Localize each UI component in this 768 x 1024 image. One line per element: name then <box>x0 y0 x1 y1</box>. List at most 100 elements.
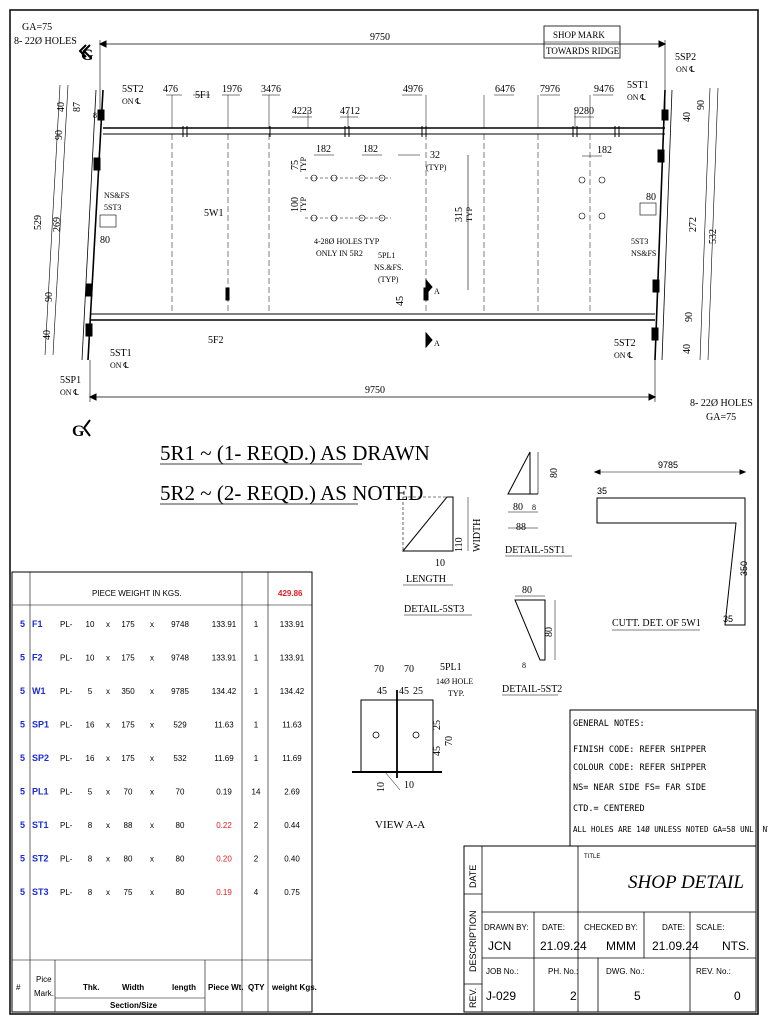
left-dim-90-top: 90 <box>54 130 65 140</box>
table-cell-w: 175 <box>121 620 135 629</box>
va-typ: TYP. <box>448 689 464 698</box>
quantity-notes: 5R1 ~ (1- REQD.) AS DRAWN 5R2 ~ (2- REQD… <box>160 441 430 505</box>
st1-88: 88 <box>516 522 526 533</box>
table-cell-l: 80 <box>176 888 185 897</box>
table-cell-x1: x <box>106 654 110 663</box>
st3-right: 5ST3 <box>631 237 648 246</box>
table-cell-n: 5 <box>20 854 25 864</box>
table-cell-x1: x <box>106 855 110 864</box>
dim-45: 45 <box>395 296 406 306</box>
ga-top-label: GA=75 <box>22 22 52 33</box>
detail-5w1-title: CUTT. DET. OF 5W1 <box>612 618 701 629</box>
tb-rev-no-label: REV. No.: <box>696 967 731 976</box>
table-cell-tw: 133.91 <box>280 620 305 629</box>
col-section-size: Section/Size <box>110 1001 158 1010</box>
weight-table <box>11 571 313 1013</box>
table-cell-w: 70 <box>124 788 133 797</box>
tb-scale: NTS. <box>722 939 749 953</box>
table-cell-w: 175 <box>121 754 135 763</box>
tb-date1-label: DATE: <box>542 923 565 932</box>
detail-5st1 <box>507 451 539 529</box>
table-cell-n: 5 <box>20 787 25 797</box>
table-cell-t: 8 <box>88 855 93 864</box>
left-dim-40-top: 40 <box>56 102 67 112</box>
table-cell-pw: 11.63 <box>214 721 234 730</box>
table-cell-mark: SP1 <box>32 720 49 730</box>
table-cell-l: 80 <box>176 855 185 864</box>
table-cell-pl: PL- <box>60 754 73 763</box>
table-cell-n: 5 <box>20 686 25 696</box>
w1-9785: 9785 <box>658 460 678 470</box>
table-cell-q: 1 <box>254 754 259 763</box>
ga-bottom-label: GA=75 <box>706 412 736 423</box>
right-dim-40-top: 40 <box>682 112 693 122</box>
st1-8: 8 <box>532 503 536 512</box>
table-cell-x2: x <box>150 788 154 797</box>
left-dim-269: 269 <box>52 217 63 232</box>
detail-5st2 <box>514 595 556 661</box>
dim-100: 100 <box>290 197 301 212</box>
section-mark-g-top: G <box>81 47 94 64</box>
table-cell-x2: x <box>150 821 154 830</box>
beam-elevation <box>44 40 719 437</box>
col-thk: Thk. <box>83 983 99 992</box>
beam-annotations: GA=75 8- 22Ø HOLES G 9750 SHOP MARK TOWA… <box>14 22 753 440</box>
table-cell-x1: x <box>106 788 110 797</box>
station-5f1: 5F1 <box>195 90 211 101</box>
st1-bottom-on: ON ℄ <box>110 361 130 370</box>
pl1-nsfs: NS.&FS. <box>374 263 403 272</box>
table-cell-tw: 11.69 <box>282 754 302 763</box>
table-cell-pl: PL- <box>60 620 73 629</box>
dim-8: 8 <box>93 111 97 120</box>
st3-length: LENGTH <box>406 574 446 585</box>
table-cell-pl: PL- <box>60 687 73 696</box>
sp1-on: ON ℄ <box>60 388 80 397</box>
tb-job: J-029 <box>486 989 516 1003</box>
dim-182-c: 182 <box>597 145 612 156</box>
note-ctd: CTD.= CENTERED <box>573 804 645 814</box>
left-dim-90-bot: 90 <box>44 292 55 302</box>
tb-date2-label: DATE: <box>662 923 685 932</box>
table-cell-q: 1 <box>254 687 259 696</box>
tb-rev-no: 0 <box>734 989 741 1003</box>
table-total: 429.86 <box>278 589 303 598</box>
table-cell-w: 88 <box>124 821 133 830</box>
table-cell-t: 8 <box>88 821 93 830</box>
va-25: 25 <box>413 686 423 697</box>
table-cell-n: 5 <box>20 619 25 629</box>
dim-75: 75 <box>290 160 301 170</box>
drawing-title: SHOP DETAIL <box>628 872 744 893</box>
table-cell-x1: x <box>106 620 110 629</box>
sp2-label: 5SP2 <box>675 52 696 63</box>
holes-note-2: ONLY IN 5R2 <box>316 249 363 258</box>
station-9476: 9476 <box>594 84 614 95</box>
detail-5st3 <box>401 496 469 586</box>
right-dim-90-top: 90 <box>696 100 707 110</box>
col-weight: weight Kgs. <box>271 983 317 992</box>
station-3476: 3476 <box>261 84 281 95</box>
sp1-label: 5SP1 <box>60 375 81 386</box>
table-cell-l: 70 <box>176 788 185 797</box>
table-cell-q: 4 <box>254 888 259 897</box>
va-70a: 70 <box>374 664 384 675</box>
st2-top-on: ON ℄ <box>122 97 142 106</box>
col-qty: QTY <box>248 983 265 992</box>
detail-5st3-title: DETAIL-5ST3 <box>404 604 464 615</box>
table-cell-w: 75 <box>124 888 133 897</box>
va-10a: 10 <box>376 782 387 792</box>
tb-rev-label: REV. <box>468 988 478 1008</box>
right-dim-40-bot: 40 <box>682 344 693 354</box>
va-pl1: 5PL1 <box>440 662 462 673</box>
table-cell-pw: 133.91 <box>212 620 237 629</box>
detail-5st2-title: DETAIL-5ST2 <box>502 684 562 695</box>
tb-description-label: DESCRIPTION <box>468 910 478 972</box>
st3-width: WIDTH <box>472 519 483 552</box>
table-cell-w: 175 <box>121 721 135 730</box>
table-cell-pw: 0.20 <box>216 855 232 864</box>
tb-job-label: JOB No.: <box>486 967 518 976</box>
section-mark-g-bottom: G <box>72 423 85 440</box>
col-piece-mark-1: Pice <box>36 975 52 984</box>
station-6476: 6476 <box>495 84 515 95</box>
tb-ph: 2 <box>570 989 577 1003</box>
tb-drawn-by-label: DRAWN BY: <box>484 923 529 932</box>
